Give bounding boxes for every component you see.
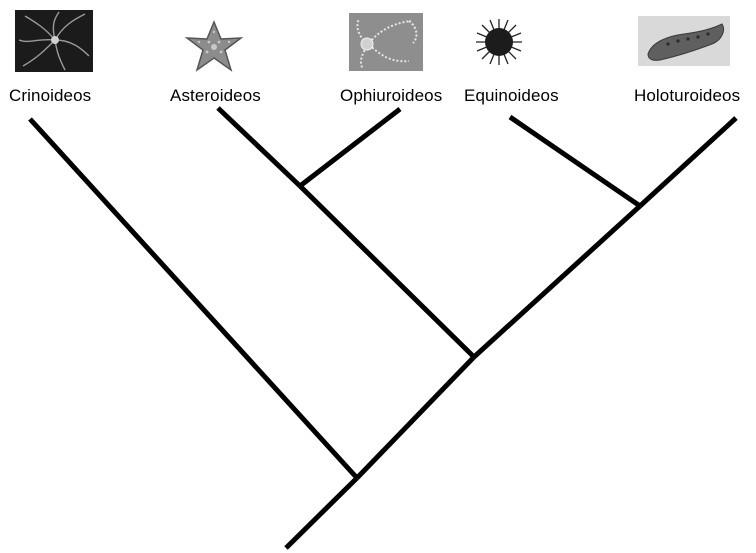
branch-ophiuroid [298,107,402,188]
branch-main-clade [355,355,476,480]
branch-holothuroid [638,116,738,208]
branch-echinoid-holothuroid-stem [472,204,642,359]
taxon-label-ophiuroid: Ophiuroideos [340,86,443,105]
branch-asteroid [216,106,302,188]
crinoid-photo-icon [15,10,93,72]
sea-urchin-photo-icon [470,15,528,71]
taxon-label-asteroid: Asteroideos [170,86,261,105]
taxon-label-crinoid: Crinoideos [9,86,92,105]
starfish-photo-icon [183,20,245,75]
root-stem [284,476,359,550]
branch-crinoid [28,117,359,480]
sea-cucumber-photo-icon [638,16,730,66]
brittle-star-photo-icon [349,13,423,71]
taxon-label-echinoid: Equinoideos [464,86,559,105]
taxon-label-holothuroid: Holoturoideos [634,86,741,105]
branch-asteroid-ophiuroid-stem [298,184,476,359]
branch-echinoid [508,114,642,209]
